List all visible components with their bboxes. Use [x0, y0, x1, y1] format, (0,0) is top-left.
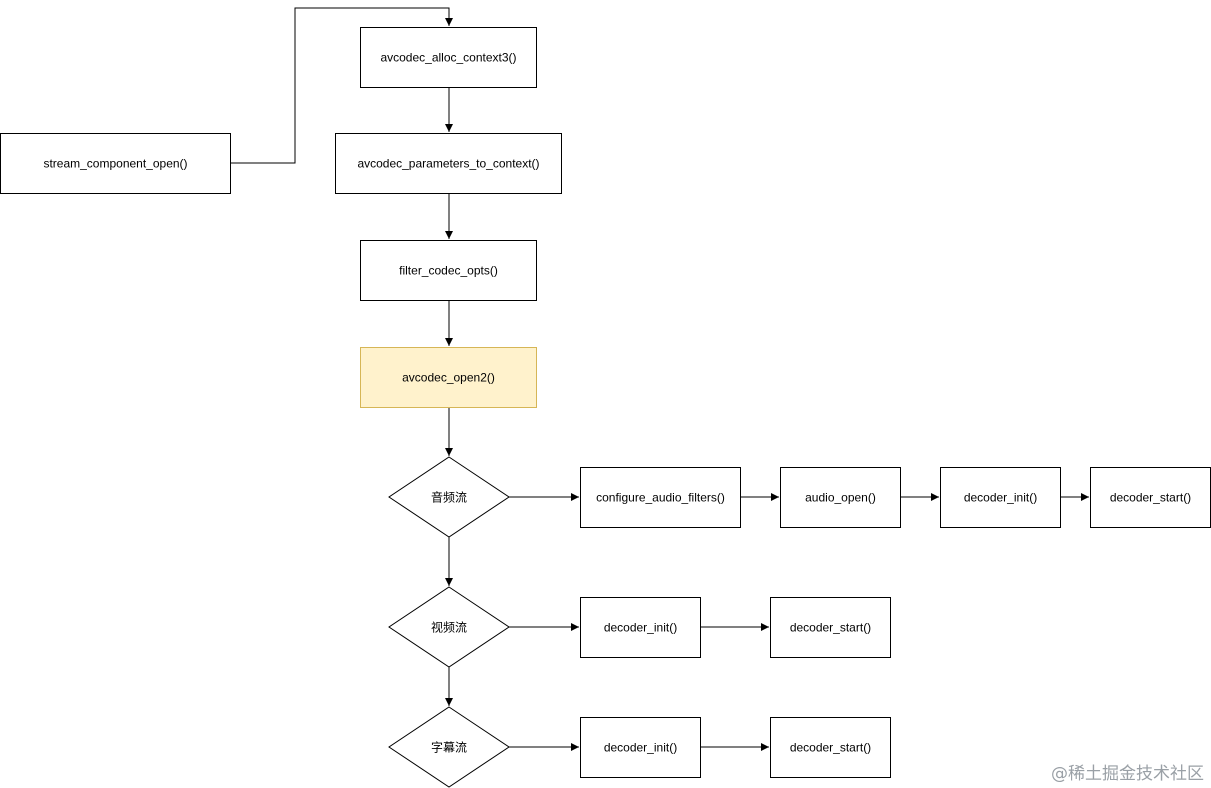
node-subtitle-decoder-init: decoder_init()	[580, 717, 701, 778]
decision-label: 字幕流	[431, 740, 467, 755]
node-label: avcodec_open2()	[402, 371, 495, 385]
node-label: filter_codec_opts()	[399, 264, 498, 278]
decision-subtitle-stream: 字幕流	[388, 706, 510, 788]
node-label: decoder_start()	[1110, 491, 1191, 505]
node-audio-decoder-start: decoder_start()	[1090, 467, 1211, 528]
node-video-decoder-start: decoder_start()	[770, 597, 891, 658]
decision-audio-stream: 音频流	[388, 456, 510, 538]
node-label: decoder_init()	[604, 741, 677, 755]
node-stream-component-open: stream_component_open()	[0, 133, 231, 194]
node-subtitle-decoder-start: decoder_start()	[770, 717, 891, 778]
node-avcodec-alloc-context3: avcodec_alloc_context3()	[360, 27, 537, 88]
node-configure-audio-filters: configure_audio_filters()	[580, 467, 741, 528]
node-filter-codec-opts: filter_codec_opts()	[360, 240, 537, 301]
edge-stream-to-alloc	[231, 7, 453, 164]
decision-label: 音频流	[431, 490, 467, 505]
node-label: configure_audio_filters()	[596, 491, 725, 505]
decision-video-stream: 视频流	[388, 586, 510, 668]
node-audio-open: audio_open()	[780, 467, 901, 528]
watermark: @稀土掘金技术社区	[1051, 764, 1204, 784]
node-label: stream_component_open()	[43, 157, 187, 171]
node-avcodec-open2: avcodec_open2()	[360, 347, 537, 408]
node-label: decoder_init()	[604, 621, 677, 635]
node-audio-decoder-init: decoder_init()	[940, 467, 1061, 528]
node-label: avcodec_alloc_context3()	[380, 51, 516, 65]
node-label: decoder_start()	[790, 621, 871, 635]
node-label: avcodec_parameters_to_context()	[357, 157, 539, 171]
node-label: audio_open()	[805, 491, 876, 505]
decision-label: 视频流	[431, 620, 467, 635]
node-label: decoder_start()	[790, 741, 871, 755]
node-video-decoder-init: decoder_init()	[580, 597, 701, 658]
node-avcodec-parameters-to-context: avcodec_parameters_to_context()	[335, 133, 562, 194]
node-label: decoder_init()	[964, 491, 1037, 505]
